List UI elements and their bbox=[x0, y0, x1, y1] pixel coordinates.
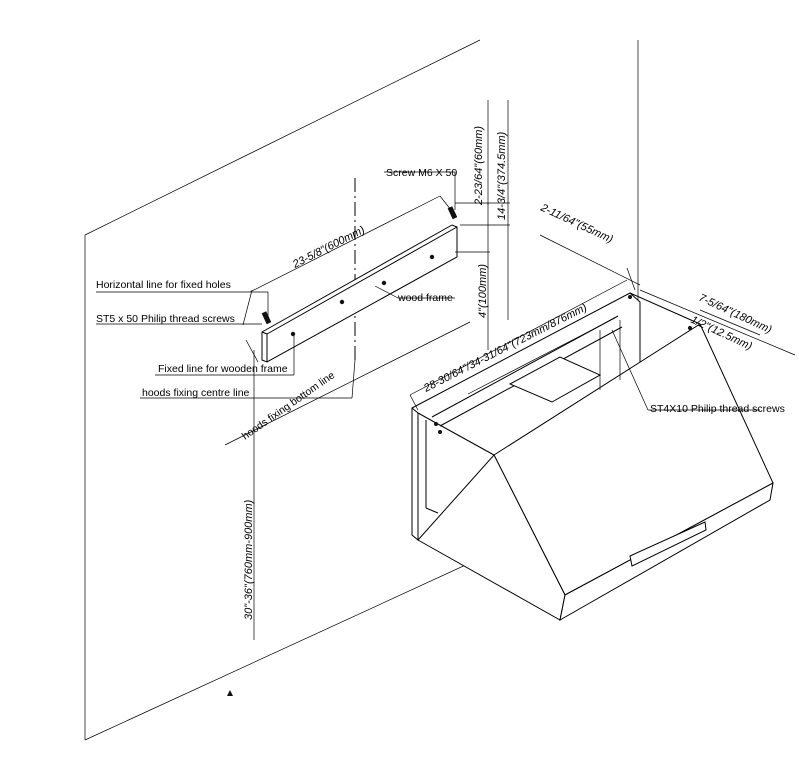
dim-top-offset: 2-23/64"(60mm) bbox=[473, 126, 485, 206]
label-screw-m6: Screw M6 X 50 bbox=[386, 167, 457, 179]
dim-mount-height: 30"-36"(760mm-900mm) bbox=[243, 499, 255, 620]
label-fixed-line: Fixed line for wooden frame bbox=[158, 363, 288, 375]
arrow-marker-icon bbox=[227, 690, 233, 696]
label-horizontal-line: Horizontal line for fixed holes bbox=[96, 279, 231, 291]
dim-hood-top-to-frame: 4"(100mm) bbox=[477, 264, 489, 318]
label-bottom-line: hoods fixing bottom line bbox=[240, 369, 337, 442]
leader-lines bbox=[96, 171, 456, 399]
wood-frame bbox=[261, 224, 458, 363]
dim-frame-width: 23-5/8"(600mm) bbox=[290, 224, 367, 271]
range-hood bbox=[411, 292, 774, 621]
hood-dimension-lines bbox=[409, 234, 796, 411]
dim-hood-hole-offset: 2-11/64"(55mm) bbox=[538, 201, 615, 246]
label-wood-frame: wood frame bbox=[397, 292, 453, 304]
dim-frame-height: 14-3/4"(374.5mm) bbox=[496, 131, 508, 220]
label-st4-screws: ST4X10 Philip thread screws bbox=[650, 403, 785, 415]
bottom-line bbox=[224, 321, 471, 446]
label-st5-screws: ST5 x 50 Philip thread screws bbox=[96, 313, 235, 325]
wall-outline bbox=[84, 39, 639, 741]
screw-icon bbox=[261, 206, 458, 325]
label-centre-line: hoods fixing centre line bbox=[142, 387, 250, 399]
